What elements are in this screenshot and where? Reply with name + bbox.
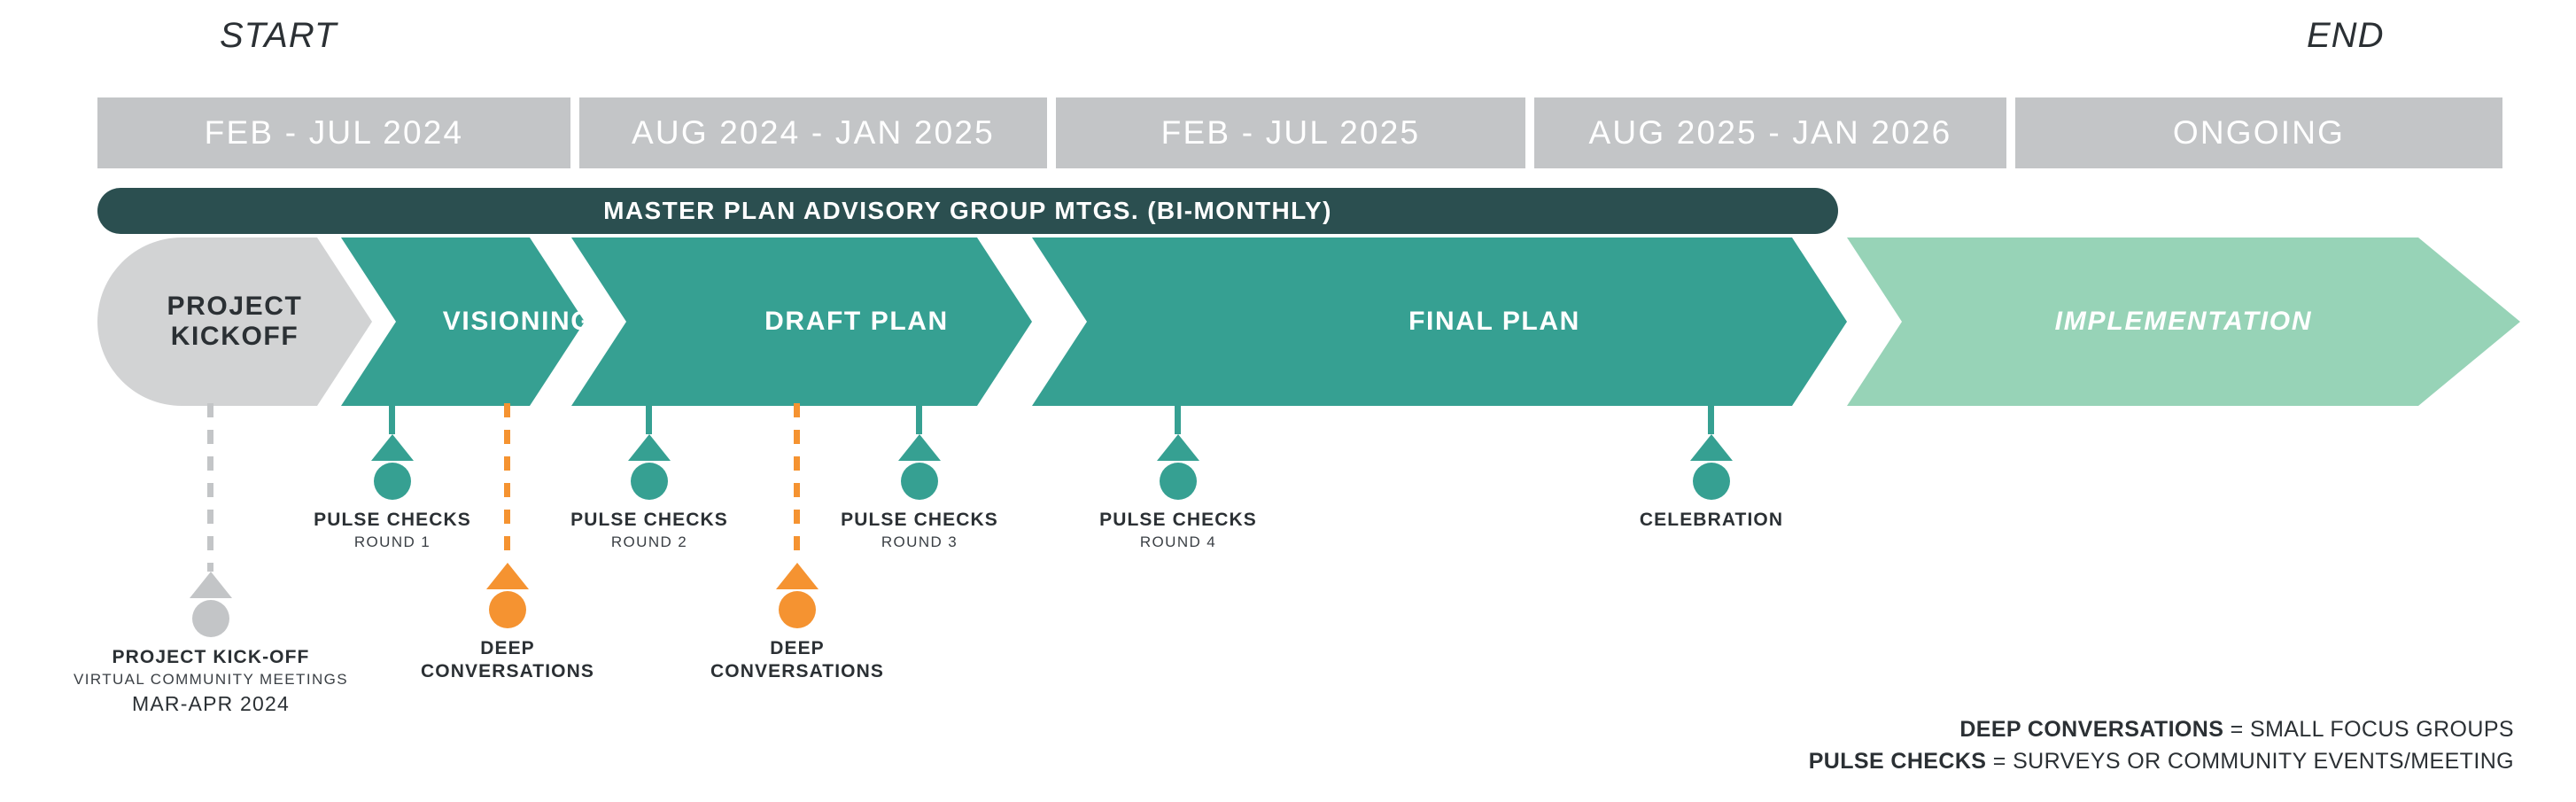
phase-header-2: AUG 2024 - JAN 2025 (579, 97, 1047, 168)
milestone-label: PULSE CHECKS ROUND 2 (472, 509, 826, 553)
milestone-title: DEEP CONVERSATIONS (421, 638, 594, 682)
milestone-stem (646, 403, 652, 434)
milestone-dot-icon (374, 463, 411, 500)
phase-arrow-implementation[interactable]: IMPLEMENTATION (1847, 237, 2520, 406)
phase-header-label: FEB - JUL 2025 (1160, 114, 1421, 151)
phase-header-label: ONGOING (2172, 114, 2346, 151)
phase-header-label: AUG 2024 - JAN 2025 (632, 114, 995, 151)
milestone-label: CELEBRATION (1534, 509, 1889, 532)
milestone-stem (794, 403, 800, 563)
end-label: END (2307, 16, 2385, 55)
milestone-title: PULSE CHECKS (1099, 510, 1257, 530)
milestone-dot-icon (631, 463, 668, 500)
milestone-subtitle: ROUND 3 (881, 533, 958, 551)
milestone-title: PULSE CHECKS (841, 510, 998, 530)
phase-header-1: FEB - JUL 2024 (97, 97, 570, 168)
milestone-stem (389, 403, 395, 434)
milestone-triangle-icon (776, 563, 819, 589)
phase-arrow-project-kickoff[interactable]: PROJECT KICKOFF (97, 237, 372, 406)
milestone-stem (207, 403, 213, 572)
phase-header-label: FEB - JUL 2024 (204, 114, 464, 151)
milestone-dot-icon (1160, 463, 1197, 500)
milestone-stem (1175, 403, 1181, 434)
milestone-title: PULSE CHECKS (314, 510, 471, 530)
phase-arrow-draft-plan[interactable]: DRAFT PLAN (571, 237, 1032, 406)
milestone-label: PULSE CHECKS ROUND 4 (1001, 509, 1355, 553)
legend-row-2: PULSE CHECKS = SURVEYS OR COMMUNITY EVEN… (1809, 745, 2514, 777)
milestone-label: PROJECT KICK-OFF VIRTUAL COMMUNITY MEETIN… (34, 646, 388, 718)
milestone-dot-icon (779, 591, 816, 628)
milestone-title: DEEP CONVERSATIONS (710, 638, 884, 682)
milestone-label: DEEP CONVERSATIONS (620, 637, 974, 684)
milestone-date: MAR-APR 2024 (131, 692, 291, 716)
milestone-stem (504, 403, 510, 563)
phase-arrow-shape (1032, 237, 1847, 406)
milestone-dot-icon (901, 463, 938, 500)
milestone-triangle-icon (1157, 434, 1199, 461)
phase-arrow-shape (97, 237, 372, 406)
phase-arrow-final-plan[interactable]: FINAL PLAN (1032, 237, 1847, 406)
milestone-subtitle: VIRTUAL COMMUNITY MEETINGS (73, 671, 348, 689)
milestone-label: PULSE CHECKS ROUND 1 (215, 509, 570, 553)
phase-arrow-shape (1847, 237, 2520, 406)
legend-value: = SURVEYS OR COMMUNITY EVENTS/MEETING (1986, 748, 2514, 774)
milestone-title: PROJECT KICK-OFF (112, 647, 310, 667)
phase-header-5: ONGOING (2015, 97, 2502, 168)
milestone-stem (916, 403, 922, 434)
milestone-dot-icon (192, 600, 229, 637)
milestone-dot-icon (489, 591, 526, 628)
milestone-triangle-icon (898, 434, 941, 461)
milestone-title: CELEBRATION (1639, 510, 1784, 530)
milestone-triangle-icon (371, 434, 414, 461)
start-label: START (220, 16, 338, 55)
phase-arrow-visioning[interactable]: VISIONING (341, 237, 592, 406)
milestone-triangle-icon (628, 434, 671, 461)
milestone-subtitle: ROUND 1 (353, 533, 431, 551)
phase-header-label: AUG 2025 - JAN 2026 (1588, 114, 1952, 151)
legend-key: PULSE CHECKS (1808, 748, 1987, 774)
milestone-subtitle: ROUND 4 (1139, 533, 1217, 551)
phase-arrow-shape (341, 237, 585, 406)
phase-arrow-shape (571, 237, 1032, 406)
milestone-triangle-icon (486, 563, 529, 589)
legend-value: = SMALL FOCUS GROUPS (2223, 716, 2514, 742)
milestone-subtitle: ROUND 2 (610, 533, 688, 551)
legend-key: DEEP CONVERSATIONS (1959, 716, 2224, 742)
advisory-group-bar: MASTER PLAN ADVISORY GROUP MTGS. (BI-MON… (97, 188, 1838, 234)
milestone-triangle-icon (1690, 434, 1733, 461)
milestone-stem (1708, 403, 1714, 434)
milestone-dot-icon (1693, 463, 1730, 500)
milestone-label: PULSE CHECKS ROUND 3 (742, 509, 1097, 553)
phase-header-3: FEB - JUL 2025 (1056, 97, 1525, 168)
milestone-triangle-icon (190, 572, 232, 598)
advisory-group-label: MASTER PLAN ADVISORY GROUP MTGS. (BI-MON… (603, 197, 1332, 224)
milestone-label: DEEP CONVERSATIONS (330, 637, 685, 684)
milestone-title: PULSE CHECKS (570, 510, 728, 530)
phase-header-4: AUG 2025 - JAN 2026 (1534, 97, 2006, 168)
legend-row-1: DEEP CONVERSATIONS = SMALL FOCUS GROUPS (1809, 713, 2514, 745)
